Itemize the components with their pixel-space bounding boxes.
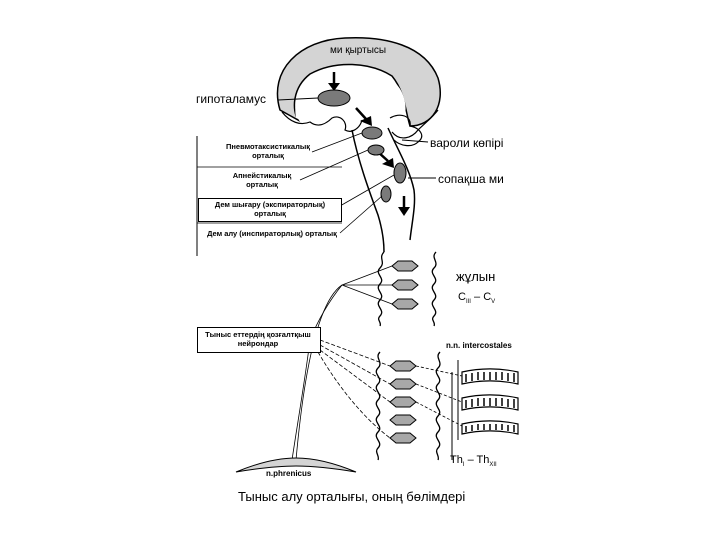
- rib-2: [462, 395, 518, 410]
- hypothalamus-nucleus: [318, 90, 350, 106]
- phrenic-nerve-lines: [292, 285, 390, 460]
- figure-caption: Тыныс алу орталығы, оның бөлімдері: [238, 489, 465, 504]
- arrow-medulla-down: [398, 196, 410, 216]
- thoracic-dash: – Th: [465, 454, 490, 466]
- center-label-expiratory: Дем шығару (экспираторлық) орталық: [200, 200, 340, 218]
- thoracic-to-motor-box-lines: [320, 340, 390, 402]
- thoracic-segments-label: ThI – ThXII: [450, 454, 497, 468]
- pons-leader: [402, 140, 428, 142]
- apneustic-nucleus: [368, 145, 384, 155]
- cervical-segments-label: CIII – CV: [458, 291, 495, 305]
- inspiratory-leader: [340, 196, 382, 233]
- cervical-segments: [392, 261, 418, 309]
- medulla-label: сопақша ми: [438, 172, 504, 186]
- phrenic-nerve-label: n.phrenicus: [266, 469, 311, 478]
- intercostal-nerve-lines: [416, 366, 462, 426]
- center-label-apneustic: Апнейстикалық орталық: [226, 171, 298, 189]
- cervical-sub-b: V: [491, 299, 495, 305]
- cervical-c2: C: [483, 291, 491, 303]
- pneumotaxic-nucleus: [362, 127, 382, 139]
- thoracic-segment: [390, 379, 416, 389]
- cervical-dash: –: [471, 291, 483, 303]
- center-label-inspiratory: Дем алу (инспираторлық) орталық: [204, 229, 340, 238]
- thoracic-segments: [390, 361, 416, 443]
- cervical-c: C: [458, 291, 466, 303]
- thoracic-segment: [390, 415, 416, 425]
- pons-label: вароли көпірі: [430, 136, 503, 150]
- center-label-pneumotaxic: Пневмотаксистикалық орталық: [220, 142, 316, 160]
- rib-1: [462, 369, 518, 384]
- cervical-to-motor-box-lines: [310, 266, 392, 340]
- thoracic-sub-b: XII: [489, 462, 496, 468]
- motor-neurons-label: Тыныс еттердің қозғалтқыш нейрондар: [199, 330, 317, 348]
- cortex-label: ми қыртысы: [330, 45, 386, 56]
- thoracic-segment: [390, 397, 416, 407]
- thoracic-th: Th: [450, 454, 463, 466]
- thoracic-segment: [390, 361, 416, 371]
- spinal-cord-label: жұлын: [456, 269, 495, 284]
- inspiratory-nucleus: [381, 186, 391, 202]
- rib-3: [462, 421, 518, 434]
- expiratory-nucleus: [394, 163, 406, 183]
- cervical-segment: [392, 261, 418, 271]
- intercostal-nerves-label: n.n. intercostales: [446, 341, 512, 350]
- thoracic-segment: [390, 433, 416, 443]
- cervical-segment: [392, 299, 418, 309]
- hypothalamus-label: гипоталамус: [196, 92, 266, 106]
- cervical-segment: [392, 280, 418, 290]
